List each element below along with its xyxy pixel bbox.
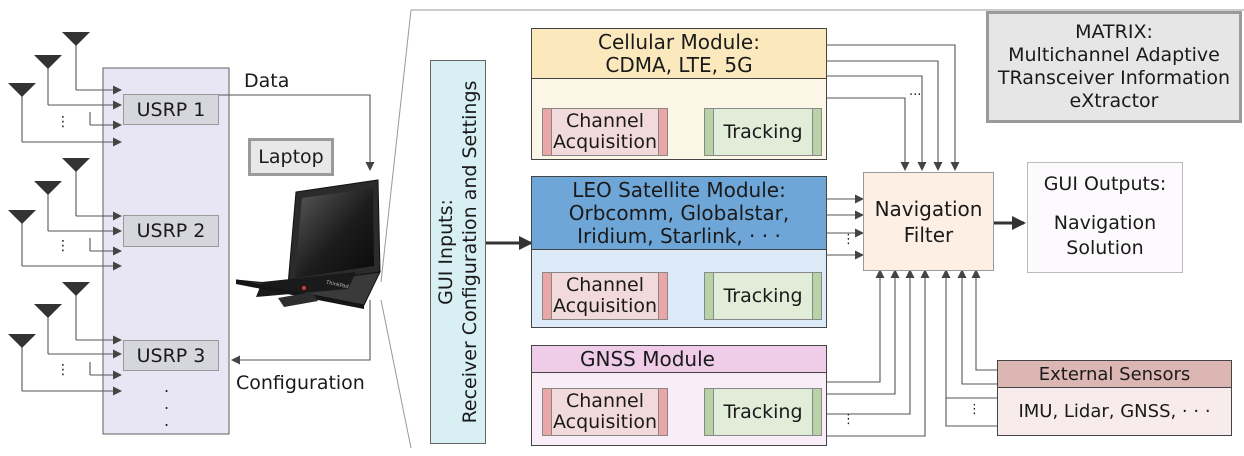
leo-tracking-label: Tracking xyxy=(723,284,803,307)
leo-output-ellipsis: ⋮ xyxy=(842,232,855,247)
navigation-filter: Navigation Filter xyxy=(863,172,994,271)
usrp-1-label: USRP 1 xyxy=(136,98,206,121)
usrp-3-box: USRP 3 xyxy=(123,340,219,371)
usrp-panel xyxy=(102,67,230,435)
gui-inputs-label: GUI Inputs: Receiver Configuration and S… xyxy=(435,80,481,424)
usrp-2-label: USRP 2 xyxy=(136,220,206,242)
antenna-group-3 xyxy=(21,294,122,396)
antenna-group-2 xyxy=(21,170,122,271)
antenna-group-1 xyxy=(21,44,122,147)
gui-outputs-title: GUI Outputs: xyxy=(1043,173,1167,195)
usrp-more-ellipsis: . . . xyxy=(164,377,170,430)
external-sensors-title: External Sensors xyxy=(998,361,1231,388)
cellular-tracking: Tracking xyxy=(704,108,822,156)
matrix-label-box: MATRIX: Multichannel Adaptive TRansceive… xyxy=(986,11,1242,123)
gui-inputs-box: GUI Inputs: Receiver Configuration and S… xyxy=(430,60,486,444)
sensors-input-ellipsis: ⋮ xyxy=(968,402,981,417)
laptop-label-box: Laptop xyxy=(248,138,334,176)
cellular-tracking-label: Tracking xyxy=(723,120,803,143)
gnss-tracking: Tracking xyxy=(704,388,822,436)
gnss-tracking-label: Tracking xyxy=(723,400,803,423)
data-label: Data xyxy=(244,70,290,92)
gnss-module-title: GNSS Module xyxy=(532,346,826,373)
matrix-label: MATRIX: Multichannel Adaptive TRansceive… xyxy=(997,21,1231,112)
usrp-2-box: USRP 2 xyxy=(123,215,219,247)
cellular-acquisition-label: Channel Acquisition xyxy=(552,110,658,153)
laptop-label: Laptop xyxy=(258,146,324,168)
antenna-ellipsis-2: ⋮ xyxy=(56,238,70,254)
antenna-ellipsis-3: ⋮ xyxy=(56,362,70,378)
leo-acquisition-label: Channel Acquisition xyxy=(552,274,658,317)
leo-channel-acquisition: Channel Acquisition xyxy=(542,272,668,320)
navigation-filter-label: Navigation Filter xyxy=(874,196,983,247)
gnss-channel-acquisition: Channel Acquisition xyxy=(542,388,668,436)
gnss-acquisition-label: Channel Acquisition xyxy=(552,390,658,433)
cellular-output-ellipsis: ··· xyxy=(909,88,922,103)
antenna-ellipsis-1: ⋮ xyxy=(56,114,70,130)
leo-module-title: LEO Satellite Module: Orbcomm, Globalsta… xyxy=(532,177,826,250)
cellular-channel-acquisition: Channel Acquisition xyxy=(542,108,668,156)
external-sensors-box: External Sensors IMU, Lidar, GNSS, · · · xyxy=(997,360,1232,436)
usrp-3-label: USRP 3 xyxy=(136,344,206,367)
configuration-label: Configuration xyxy=(236,372,365,394)
usrp-1-box: USRP 1 xyxy=(123,94,219,125)
gui-outputs-body: Navigation Solution xyxy=(1053,212,1157,259)
gnss-output-ellipsis: ⋮ xyxy=(842,412,855,427)
cellular-module-title: Cellular Module: CDMA, LTE, 5G xyxy=(532,29,826,79)
external-sensors-body: IMU, Lidar, GNSS, · · · xyxy=(1018,401,1211,422)
gui-outputs-box: GUI Outputs: Navigation Solution xyxy=(1027,162,1183,273)
leo-tracking: Tracking xyxy=(704,272,822,320)
laptop-icon xyxy=(235,179,381,309)
